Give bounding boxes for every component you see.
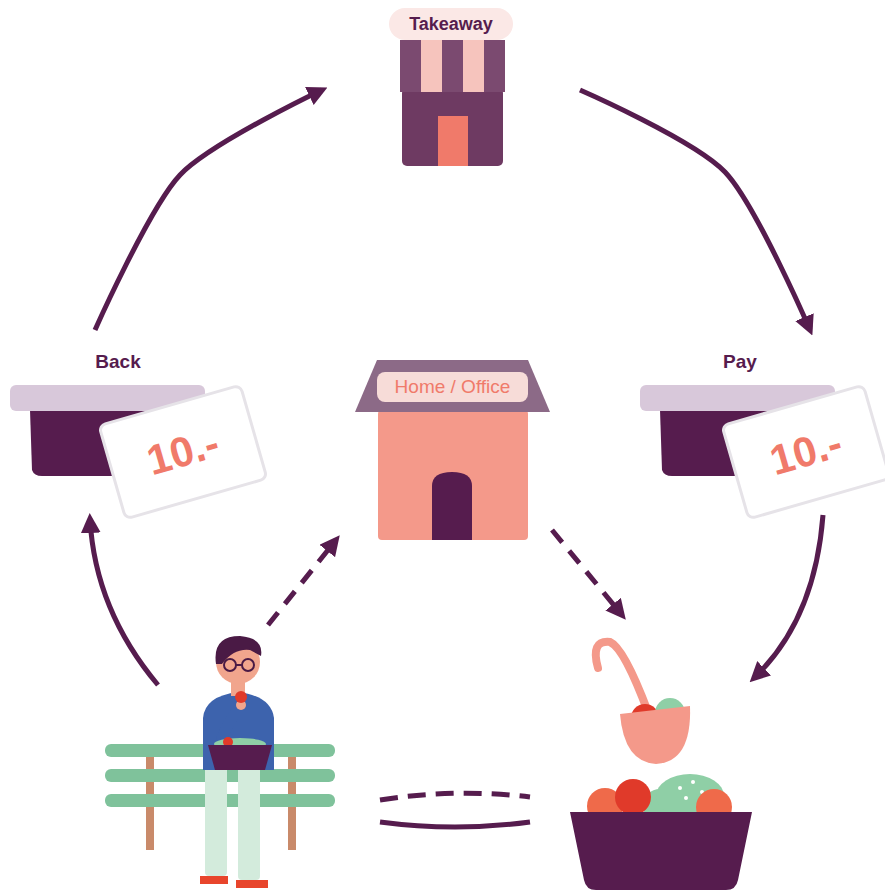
node-label: Pay (690, 348, 790, 376)
home-office-house: Home / Office (355, 360, 550, 540)
man-eating (200, 636, 274, 888)
node-label: Home / Office (377, 372, 528, 402)
node-label: Back (68, 348, 168, 376)
pay-bowl: Pay10.- (640, 330, 885, 520)
flow-arrow (90, 519, 158, 685)
flow-arrow (580, 90, 810, 330)
dashed-arrow (268, 540, 336, 625)
takeaway-shop: Takeaway (322, 8, 580, 168)
node-label: Takeaway (389, 8, 513, 40)
flow-arrow (95, 90, 322, 330)
dashed-arrow (552, 530, 622, 615)
salad-bowl (570, 642, 752, 890)
flow-arrow (754, 515, 823, 678)
solid-arc (380, 822, 530, 827)
return-bowl: Back10.- (10, 330, 210, 480)
dashed-arc (380, 793, 530, 800)
